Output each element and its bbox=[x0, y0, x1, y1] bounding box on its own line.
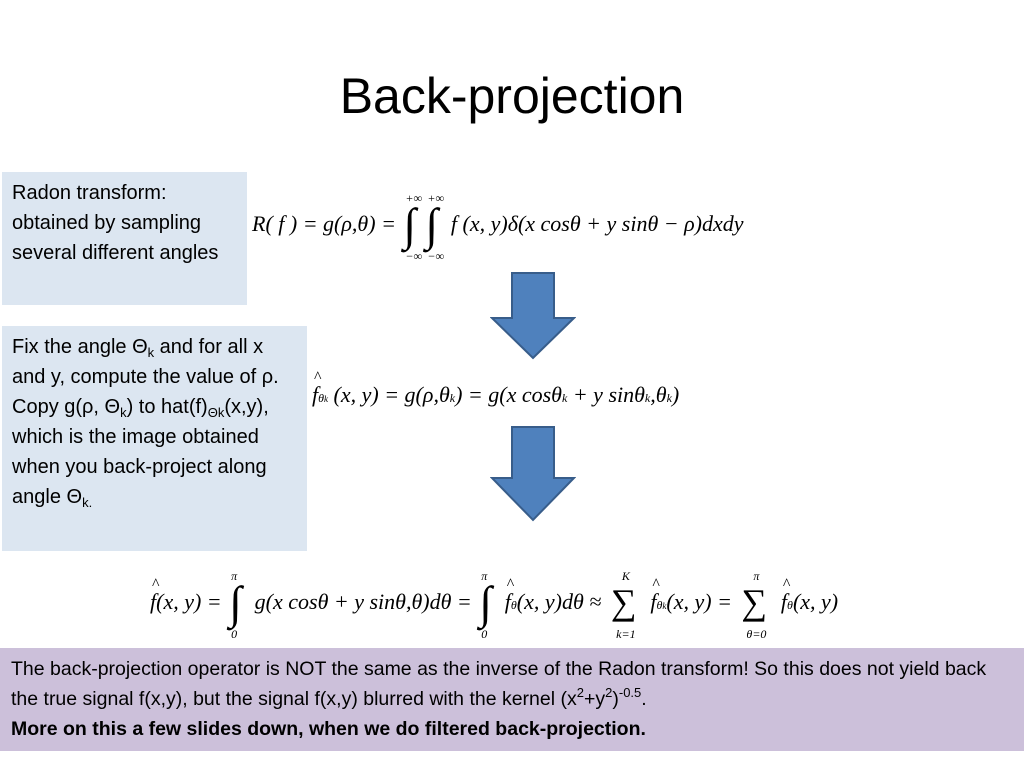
eq3-lhs: (x, y) = bbox=[156, 589, 222, 615]
eq3-part1: g(x cosθ + y sinθ,θ)dθ = bbox=[254, 589, 472, 615]
f-hat-symbol: f bbox=[505, 577, 515, 613]
radon-equation: R( f ) = g(ρ,θ) = ∫+∞−∞∫+∞−∞ f (x, y)δ(x… bbox=[252, 191, 744, 263]
fix-angle-text-2: and for all x and y, compute the value o… bbox=[12, 336, 279, 418]
fix-angle-sub-1: k bbox=[147, 345, 155, 360]
slide-title: Back-projection bbox=[339, 68, 685, 124]
eq2-end: ) bbox=[671, 382, 680, 407]
note-text-2: +y bbox=[583, 688, 606, 710]
fix-angle-text-3: ) to hat(f) bbox=[126, 396, 208, 418]
f-hat-symbol: f bbox=[150, 577, 160, 613]
radon-transform-text: Radon transform: obtained by sampling se… bbox=[12, 182, 219, 264]
note-sup-3: -0.5 bbox=[618, 685, 642, 700]
backprojection-sum-equation: f(x, y) = ∫π0 g(x cosθ + y sinθ,θ)dθ = ∫… bbox=[150, 569, 839, 641]
note-sup-2: 2 bbox=[605, 685, 613, 700]
radon-transform-note: Radon transform: obtained by sampling se… bbox=[2, 172, 247, 305]
eq2-mid3: ,θ bbox=[650, 382, 667, 407]
fix-angle-text-4: (x,y), which is the image obtained when … bbox=[12, 396, 269, 508]
integral-symbol-1: ∫+∞−∞ bbox=[403, 191, 423, 263]
eq3-f3-subk: k bbox=[662, 601, 667, 612]
eq2-k1: k bbox=[449, 391, 456, 405]
eq3-part2: (x, y)dθ ≈ bbox=[516, 589, 602, 615]
eq2-k2: k bbox=[562, 391, 568, 405]
eq3-part3: (x, y) = bbox=[666, 589, 732, 615]
eq2-body: (x, y) = g(ρ,θ bbox=[333, 382, 450, 407]
eq2-k4: k bbox=[666, 391, 672, 405]
eq2-mid: ) = g(x cosθ bbox=[455, 382, 562, 407]
radon-eq-lhs: R( f ) = g(ρ,θ) = bbox=[252, 211, 396, 237]
note-text-4: . bbox=[641, 688, 647, 710]
f-hat-symbol: f bbox=[650, 577, 660, 613]
fix-angle-sub-4: k. bbox=[82, 495, 93, 510]
theta-sub: θ bbox=[318, 391, 325, 405]
down-arrow-icon bbox=[490, 272, 576, 360]
note-text-1: The back-projection operator is NOT the … bbox=[11, 658, 987, 710]
eq3-f2-sub: θ bbox=[510, 598, 517, 613]
fix-angle-sub-3: Θk bbox=[207, 405, 225, 420]
f-hat-symbol: f bbox=[312, 370, 322, 406]
f-hat-symbol: f bbox=[781, 577, 791, 613]
fix-angle-sub-2: k bbox=[120, 405, 127, 420]
eq2-k3: k bbox=[644, 391, 651, 405]
eq3-f4-sub: θ bbox=[787, 598, 793, 613]
integral-symbol-2: ∫+∞−∞ bbox=[425, 191, 445, 263]
eq2-mid2: + y sinθ bbox=[567, 382, 645, 407]
eq3-part4: (x, y) bbox=[792, 589, 839, 615]
note-bold-text: More on this a few slides down, when we … bbox=[11, 718, 646, 740]
backprojection-angle-equation: fθk (x, y) = g(ρ,θk) = g(x cosθk + y sin… bbox=[312, 370, 680, 407]
eq3-f3-sub: θ bbox=[656, 598, 663, 613]
down-arrow-icon bbox=[490, 426, 576, 522]
fix-angle-text-1: Fix the angle Θ bbox=[12, 336, 148, 358]
theta-sub-k: k bbox=[324, 394, 329, 404]
inverse-radon-warning-note: The back-projection operator is NOT the … bbox=[0, 648, 1024, 751]
note-text-3: ) bbox=[612, 688, 619, 710]
radon-eq-integrand: f (x, y)δ(x cosθ + y sinθ − ρ)dxdy bbox=[450, 211, 744, 237]
note-sup-1: 2 bbox=[576, 685, 584, 700]
fix-angle-note: Fix the angle Θk and for all x and y, co… bbox=[2, 326, 307, 551]
